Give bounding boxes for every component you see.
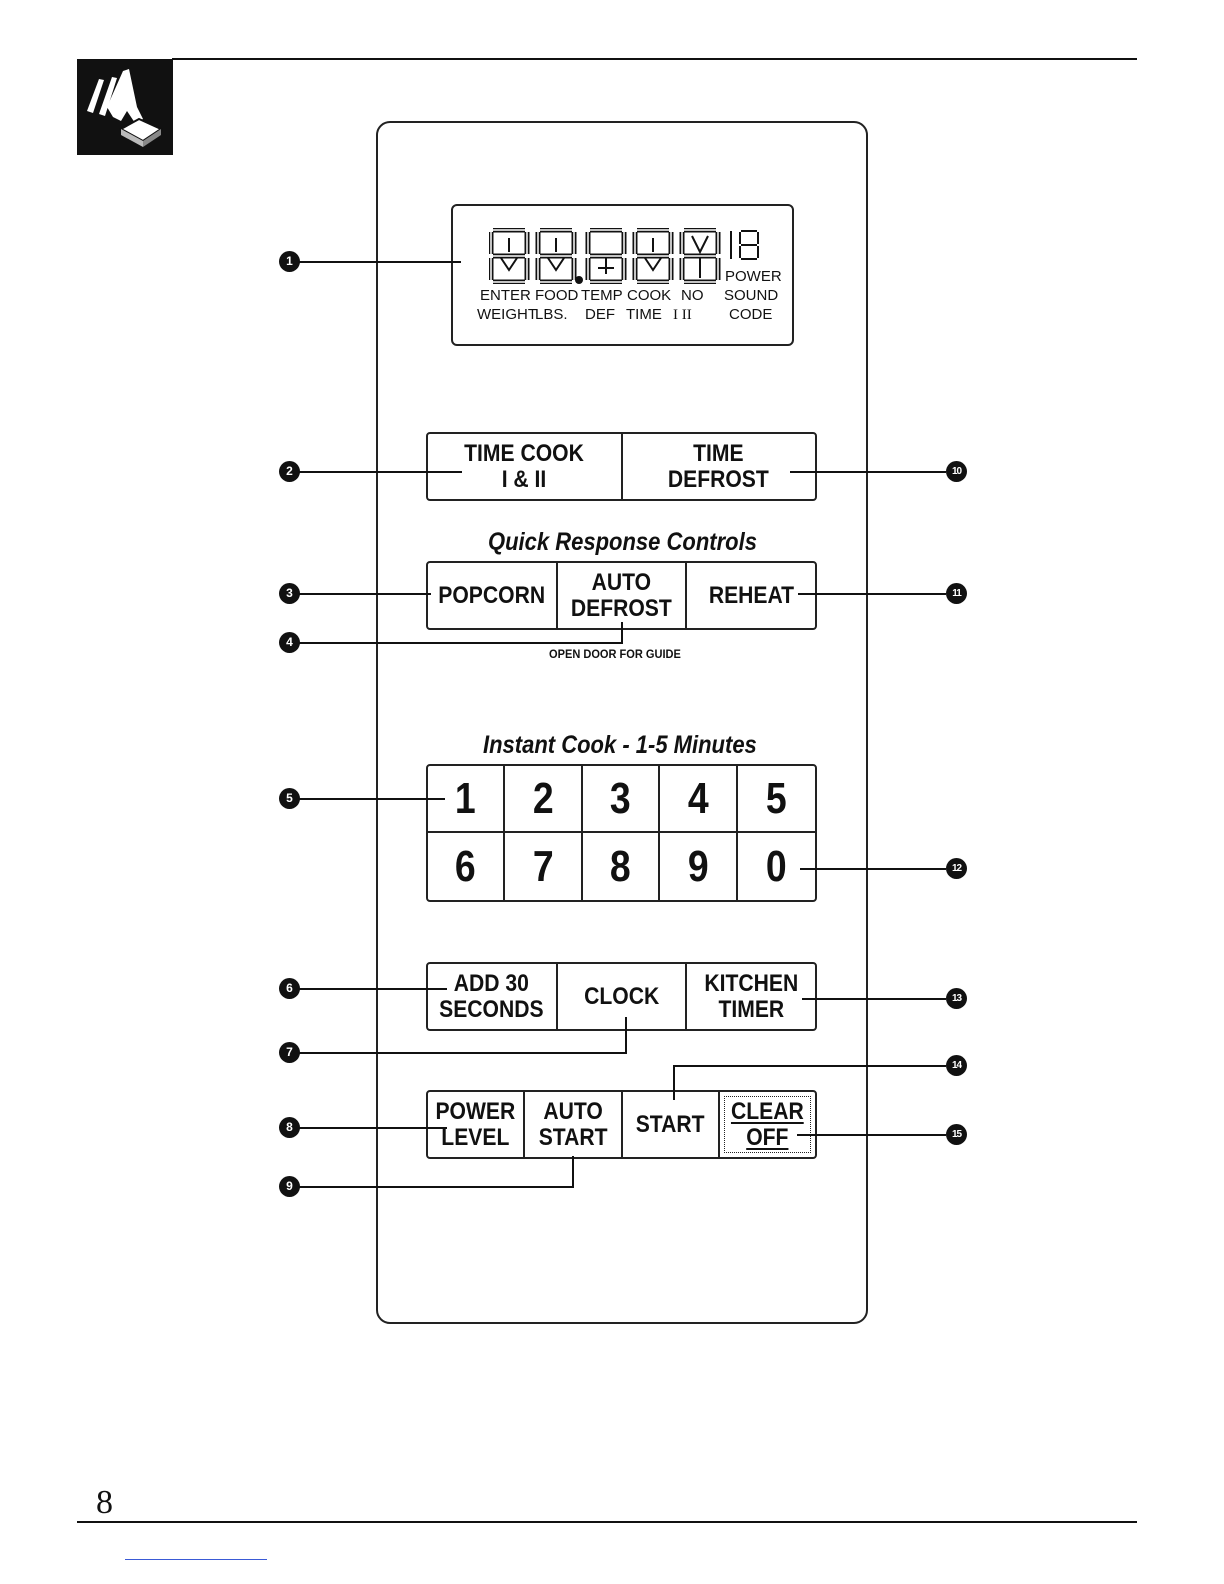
start-button[interactable]: START — [623, 1092, 720, 1157]
callout-13: 13 — [946, 988, 967, 1009]
time-buttons-row: TIME COOK I & II TIME DEFROST — [426, 432, 817, 501]
key-6[interactable]: 6 — [428, 833, 506, 900]
quick-response-heading: Quick Response Controls — [488, 528, 757, 556]
display-label-code: CODE — [729, 306, 773, 323]
clear-off-button[interactable]: CLEAR OFF — [720, 1092, 815, 1157]
open-door-note: OPEN DOOR FOR GUIDE — [549, 647, 681, 661]
key-8[interactable]: 8 — [583, 833, 661, 900]
clock-button[interactable]: CLOCK — [558, 964, 688, 1029]
callout-6: 6 — [279, 978, 300, 999]
time-defrost-button[interactable]: TIME DEFROST — [668, 439, 770, 493]
quick-response-row: POPCORN AUTO DEFROST REHEAT — [426, 561, 817, 630]
display-label-enter: ENTER — [480, 287, 531, 304]
callout-10: 10 — [946, 461, 967, 482]
display-label-power: POWER — [725, 268, 782, 285]
callout-11: 11 — [946, 583, 967, 604]
display-label-def: DEF — [585, 306, 615, 323]
hand-pressing-button-icon — [77, 59, 173, 155]
instant-cook-heading: Instant Cook - 1-5 Minutes — [483, 731, 757, 759]
display-label-sound: SOUND — [724, 287, 779, 304]
display-label-time: TIME — [626, 306, 662, 323]
bottom-buttons-row: POWER LEVEL AUTO START START CLEAR OFF — [426, 1090, 817, 1159]
auto-start-button[interactable]: AUTO START — [525, 1092, 623, 1157]
display-label-cook: COOK — [627, 287, 672, 304]
callout-7: 7 — [279, 1042, 300, 1063]
callout-12: 12 — [946, 858, 967, 879]
misc-buttons-row: ADD 30 SECONDS CLOCK KITCHEN TIMER — [426, 962, 817, 1031]
footer-link-underline — [125, 1559, 267, 1560]
key-0[interactable]: 0 — [765, 841, 787, 891]
callout-9: 9 — [279, 1176, 300, 1197]
callout-4: 4 — [279, 632, 300, 653]
key-4[interactable]: 4 — [660, 766, 738, 833]
callout-15: 15 — [946, 1124, 967, 1145]
time-cook-button[interactable]: TIME COOK I & II — [428, 434, 623, 499]
key-5[interactable]: 5 — [737, 766, 815, 833]
control-panel — [376, 121, 868, 1324]
display-window: POWER SOUND CODE ENTER WEIGHT FOOD LBS. … — [451, 204, 794, 346]
callout-3: 3 — [279, 583, 300, 604]
display-label-lbs: LBS. — [535, 306, 568, 323]
callout-5: 5 — [279, 788, 300, 809]
popcorn-button[interactable]: POPCORN — [428, 563, 558, 628]
reheat-button[interactable]: REHEAT — [708, 581, 794, 609]
add-30-seconds-button[interactable]: ADD 30 SECONDS — [428, 964, 558, 1029]
display-label-weight: WEIGHT — [477, 306, 537, 323]
key-1[interactable]: 1 — [428, 766, 506, 833]
key-2[interactable]: 2 — [505, 766, 583, 833]
key-3[interactable]: 3 — [582, 766, 661, 833]
number-keypad: 1 2 3 4 5 6 7 8 9 0 — [426, 764, 817, 902]
power-level-button[interactable]: POWER LEVEL — [428, 1092, 526, 1157]
key-7[interactable]: 7 — [505, 833, 583, 900]
seven-segment-digits — [489, 228, 721, 284]
power-level-digits — [730, 230, 759, 260]
page-number: 8 — [96, 1484, 113, 1521]
display-label-no: NO — [681, 287, 704, 304]
callout-2: 2 — [279, 461, 300, 482]
callout-1: 1 — [279, 251, 300, 272]
bottom-rule — [77, 1521, 1137, 1523]
display-label-food: FOOD — [535, 287, 579, 304]
display-label-i-ii: I II — [673, 307, 692, 323]
auto-defrost-button[interactable]: AUTO DEFROST — [558, 563, 688, 628]
callout-8: 8 — [279, 1117, 300, 1138]
key-9[interactable]: 9 — [660, 833, 738, 900]
display-label-temp: TEMP — [581, 287, 623, 304]
callout-14: 14 — [946, 1055, 967, 1076]
kitchen-timer-button[interactable]: KITCHEN TIMER — [704, 969, 799, 1023]
top-rule — [172, 58, 1137, 60]
